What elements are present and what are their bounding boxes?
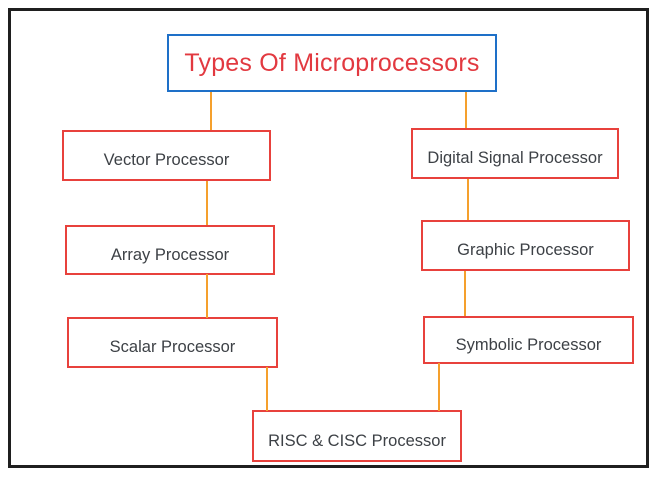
- connector-title-to-digital-signal: [465, 92, 467, 128]
- title-box: Types Of Microprocessors: [167, 34, 497, 92]
- node-label: Symbolic Processor: [455, 335, 602, 354]
- node-label: RISC & CISC Processor: [268, 431, 446, 450]
- connector-graphic-to-symbolic: [464, 271, 466, 316]
- connector-symbolic-to-risc-cisc: [438, 363, 440, 411]
- node-scalar-processor: Scalar Processor: [67, 317, 278, 368]
- node-label: Array Processor: [110, 245, 230, 264]
- connector-title-to-vector: [210, 92, 212, 130]
- connector-scalar-to-risc-cisc: [266, 367, 268, 411]
- node-symbolic-processor: Symbolic Processor: [423, 316, 634, 364]
- node-risc-cisc-processor: RISC & CISC Processor: [252, 410, 462, 462]
- node-graphic-processor: Graphic Processor: [421, 220, 630, 271]
- connector-array-to-scalar: [206, 274, 208, 318]
- node-label: Digital Signal Processor: [427, 149, 603, 167]
- node-digital-signal-processor: Digital Signal Processor: [411, 128, 619, 179]
- connector-vector-to-array: [206, 181, 208, 225]
- node-label: Vector Processor: [103, 151, 230, 169]
- node-label: Scalar Processor: [109, 338, 236, 356]
- diagram-frame: Types Of Microprocessors Vector Processo…: [8, 8, 649, 468]
- diagram-title: Types Of Microprocessors: [184, 48, 480, 77]
- connector-digital-signal-to-graphic: [467, 179, 469, 220]
- node-array-processor: Array Processor: [65, 225, 275, 275]
- node-vector-processor: Vector Processor: [62, 130, 271, 181]
- node-label: Graphic Processor: [457, 241, 594, 259]
